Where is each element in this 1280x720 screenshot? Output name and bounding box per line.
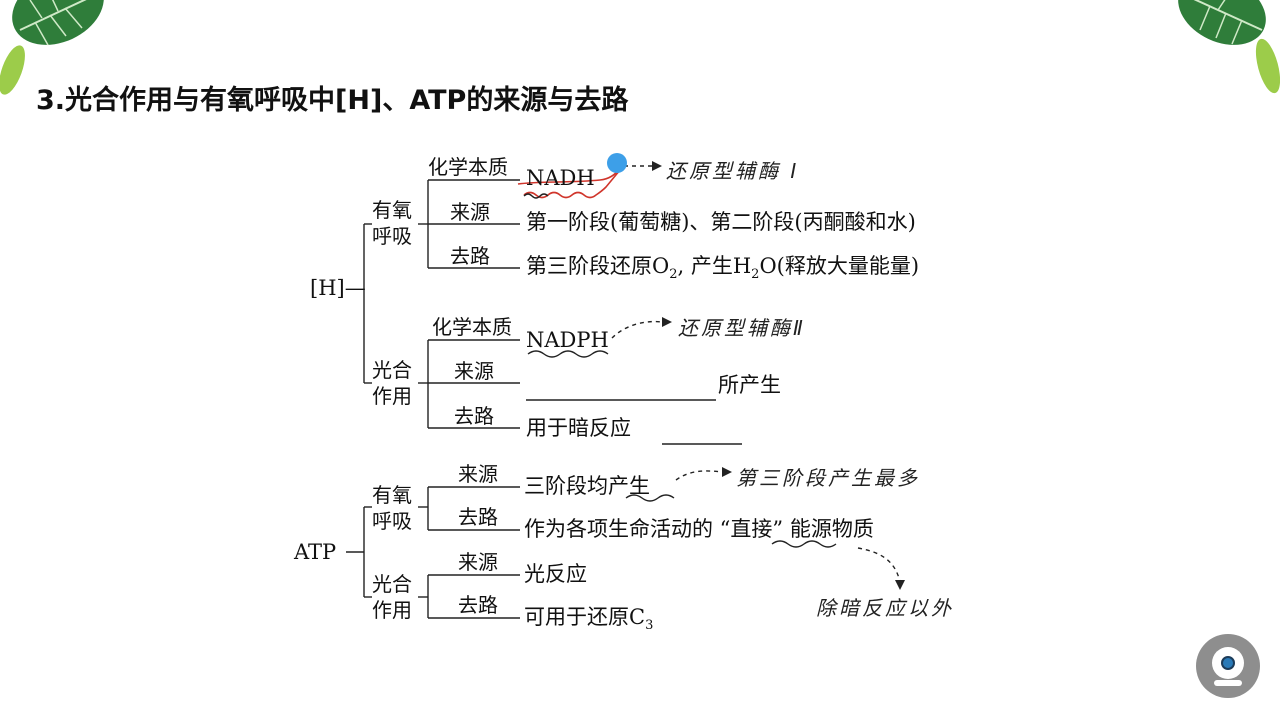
atp-aerobic-label-2: 呼吸 [372,509,412,533]
atp-aerobic-source-label: 来源 [458,462,498,486]
h-aerobic-chem-label: 化学本质 [428,155,508,179]
h-aerobic-source-value: 第一阶段(葡萄糖)、第二阶段(丙酮酸和水) [526,210,916,234]
dark-reaction-annotation: 除暗反应以外 [816,596,954,620]
page-title: 3.光合作用与有氧呼吸中[H]、ATP的来源与去路 [36,85,629,116]
h-photo-dest-value: 用于暗反应 [526,416,631,440]
h-photo-chem-value: NADPH [526,328,609,352]
h-aerobic-label-1: 有氧 [372,198,412,222]
h-photo-source-value: 所产生 [718,373,781,397]
atp-aerobic-source-value: 三阶段均产生 [524,474,650,498]
webcam-icon [1212,647,1244,679]
h-root-label: [H]— [310,276,366,300]
pointer-dot [607,153,627,173]
atp-aerobic-dest-value: 作为各项生命活动的 “直接” 能源物质 [524,517,874,541]
h-photo-label-1: 光合 [372,358,412,382]
leaf-decoration-icon [0,0,104,95]
atp-photo-dest-value: 可用于还原C3 [524,605,654,634]
atp-photo-dest-label: 去路 [458,593,498,617]
atp-aerobic-dest-label: 去路 [458,505,498,529]
leaf-decoration-icon [1178,0,1280,94]
atp-source-annotation: 第三阶段产生最多 [736,466,920,490]
h-aerobic-source-label: 来源 [450,200,490,224]
h-photo-source-label: 来源 [454,359,494,383]
h-photo-chem-label: 化学本质 [432,315,512,339]
nadph-annotation: 还原型辅酶Ⅱ [678,316,806,340]
h-aerobic-chem-value: NADH [526,166,595,190]
webcam-button[interactable] [1196,634,1260,698]
atp-aerobic-label-1: 有氧 [372,483,412,507]
atp-photo-source-value: 光反应 [524,562,587,586]
atp-root-label: ATP [294,540,337,564]
atp-photo-label-1: 光合 [372,572,412,596]
h-aerobic-label-2: 呼吸 [372,224,412,248]
atp-photo-label-2: 作用 [372,598,412,622]
h-photo-dest-label: 去路 [454,404,494,428]
nadh-annotation: 还原型辅酶 I [666,159,800,183]
h-aerobic-dest-label: 去路 [450,244,490,268]
atp-photo-source-label: 来源 [458,550,498,574]
h-aerobic-dest-value: 第三阶段还原O2, 产生H2O(释放大量能量) [526,254,920,283]
h-photo-label-2: 作用 [372,384,412,408]
